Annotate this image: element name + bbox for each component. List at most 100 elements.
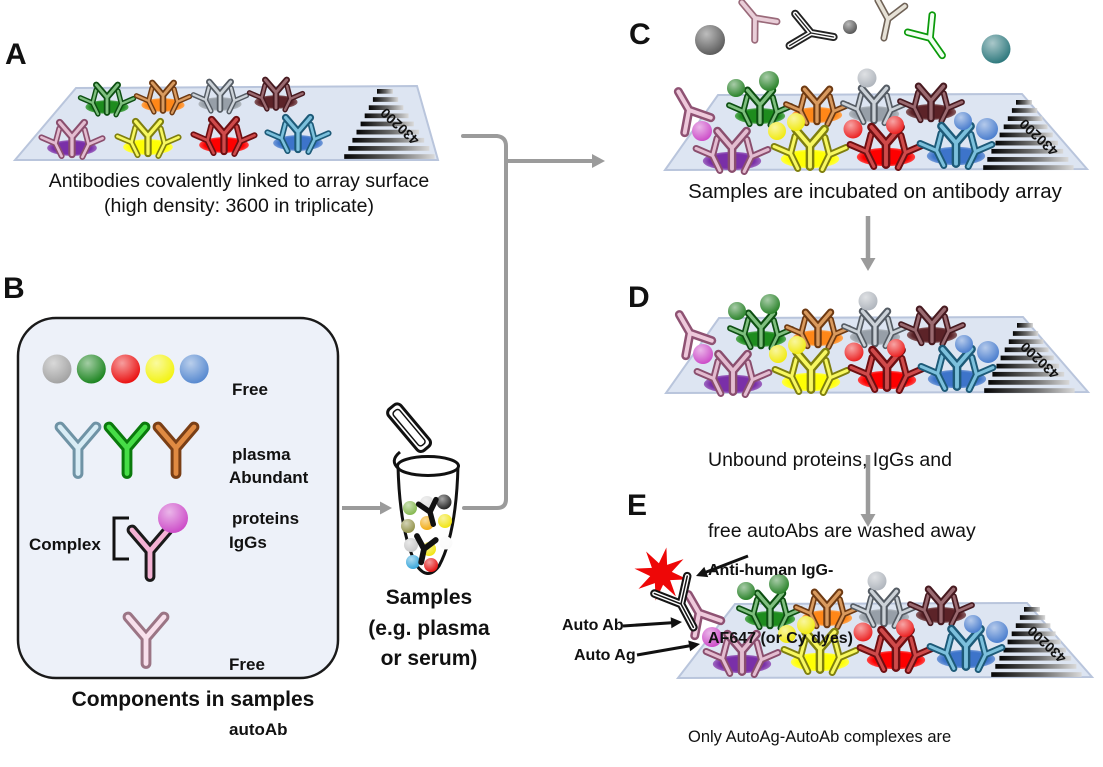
antibody-icon	[847, 353, 879, 393]
tube-content-sphere	[401, 519, 415, 533]
antibody-icon	[726, 93, 753, 128]
abundant-igg-icon	[103, 421, 151, 479]
antigen-ball	[843, 119, 863, 139]
antibody-icon	[907, 592, 934, 627]
antibody-icon	[169, 86, 193, 116]
antibody-icon	[897, 89, 924, 124]
label-auto-ag: Auto Ag	[574, 647, 636, 664]
array-spot-blue	[264, 113, 332, 155]
antibody-icon	[190, 122, 217, 157]
array-spot-maroon	[897, 82, 965, 125]
label-secondary-antibody: Anti-human IgG- AF647 (or Cy dyes)	[708, 562, 853, 647]
antibody-icon	[783, 92, 810, 127]
antibody-icon	[246, 82, 270, 112]
array-spot-gray	[850, 587, 918, 630]
array-spot-red	[847, 345, 927, 395]
antibody-icon	[916, 129, 948, 169]
antigen-ball	[977, 341, 999, 363]
antibody-icon	[841, 314, 868, 349]
antibody-icon	[190, 84, 214, 114]
antibody-icon	[818, 133, 850, 174]
antibody-icon	[926, 632, 958, 672]
antigen-ball	[797, 616, 815, 634]
antibody-icon	[846, 130, 878, 170]
array-spot-gray	[841, 307, 909, 350]
sample-tube	[386, 402, 460, 575]
antibody-icon	[740, 135, 772, 176]
antibody-icon	[938, 344, 976, 391]
antigen-ball	[886, 116, 904, 134]
antibody-icon	[206, 78, 234, 113]
antibody-icon	[938, 90, 965, 125]
antibody-icon	[155, 125, 182, 159]
antibody-icon	[898, 312, 925, 347]
antibody-icon	[714, 349, 752, 396]
array-spot-yellow	[780, 627, 860, 677]
antibody-icon	[800, 85, 834, 126]
tube-content-sphere	[438, 514, 452, 528]
antibody-icon	[965, 353, 997, 394]
antibody-icon	[801, 627, 839, 674]
antibody-icon	[792, 347, 830, 394]
panel-b-box	[16, 316, 340, 680]
array-spot-yellow	[114, 117, 182, 159]
antibody-icon	[744, 309, 778, 350]
arrow	[506, 154, 605, 168]
samples-caption: Samples (e.g. plasma or serum)	[368, 586, 490, 670]
antibody-icon	[895, 354, 927, 395]
tube-content-sphere	[436, 494, 452, 510]
tube-antibody-icon	[415, 496, 439, 528]
antibody-icon	[891, 595, 918, 630]
array-spot-orange	[793, 588, 861, 631]
antibody-icon	[55, 118, 89, 159]
tube-antibody-icon	[414, 533, 439, 566]
array-spot-green	[727, 309, 795, 352]
array-spot-green	[77, 81, 137, 118]
panel-d-letter: D	[628, 281, 650, 314]
tube-content-sphere	[424, 558, 438, 572]
antibody-icon	[693, 357, 725, 397]
protein-sphere	[695, 25, 725, 55]
free-autoab-icon	[122, 611, 170, 669]
antibody-icon	[858, 307, 892, 348]
antigen-ball	[954, 112, 972, 130]
free-autoab-icon	[738, 0, 781, 44]
antibody-array-a: 430200	[12, 76, 440, 161]
antibody-icon	[149, 79, 177, 114]
array-spot-maroon	[898, 305, 966, 348]
panel-a-letter: A	[5, 38, 27, 71]
array-spot-red	[846, 122, 926, 172]
antibody-icon	[793, 595, 820, 630]
antibody-icon	[784, 315, 811, 350]
antibody-icon	[753, 589, 787, 630]
panel-b-caption: Components in samples	[71, 688, 315, 711]
antibody-icon	[915, 305, 949, 346]
antigen-ball	[737, 582, 755, 600]
panel-c-letter: C	[629, 18, 651, 51]
protein-sphere	[981, 34, 1011, 64]
antibody-icon	[948, 593, 975, 628]
antibody-icon	[736, 596, 763, 631]
antibody-icon	[93, 81, 121, 116]
plasma-protein-sphere	[111, 354, 141, 384]
antibody-icon	[777, 597, 804, 632]
antibody-icon	[881, 92, 908, 127]
antibody-icon	[834, 596, 861, 631]
panel-c-caption: Samples are incubated on antibody array	[688, 180, 1062, 203]
antibody-icon	[77, 87, 101, 117]
array-spot-yellow	[770, 124, 850, 174]
antibody-icon	[264, 120, 291, 155]
antibody-icon	[692, 134, 724, 174]
auto-antibody-icon	[673, 87, 716, 138]
antibody-icon	[281, 113, 315, 154]
antibody-icon	[723, 629, 761, 676]
floating-sample-components	[695, 0, 1011, 64]
free-igg-icon	[785, 9, 838, 50]
antibody-array-c: 430200	[663, 68, 1090, 176]
plasma-protein-sphere	[179, 354, 209, 384]
antibody-icon	[964, 130, 996, 171]
antigen-ball	[727, 79, 745, 97]
label-free-plasma-proteins: Free plasma proteins	[232, 380, 300, 528]
antibody-icon	[305, 121, 332, 155]
